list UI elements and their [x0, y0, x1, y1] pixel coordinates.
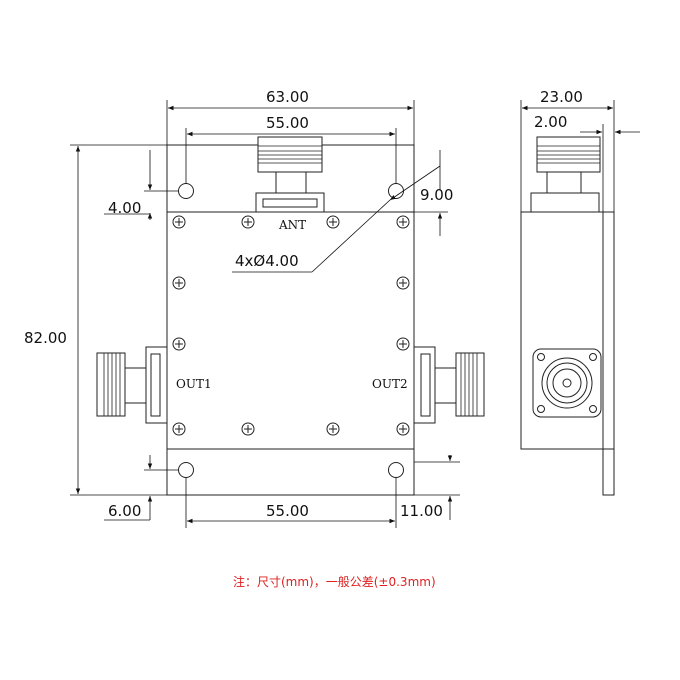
- housing-body: [166, 211, 415, 450]
- dim-width-total: 63.00: [266, 88, 309, 106]
- dim-hole-callout: 4xØ4.00: [235, 252, 299, 270]
- screw-icon: [172, 276, 186, 290]
- dim-hole-spacing-bottom: 55.00: [266, 502, 309, 520]
- dim-top-hole-offset: 4.00: [108, 199, 141, 217]
- screw-icon: [396, 422, 410, 436]
- dim-bottom-right-offset: 11.00: [400, 502, 443, 520]
- screw-icon: [172, 215, 186, 229]
- port-label-ant: ANT: [278, 218, 306, 232]
- screw-icon: [396, 276, 410, 290]
- dim-height-total: 82.00: [24, 329, 67, 347]
- screw-icon: [326, 422, 340, 436]
- screw-icon: [396, 337, 410, 351]
- dim-hole-spacing-top: 55.00: [266, 114, 309, 132]
- dim-bottom-hole-offset: 6.00: [108, 502, 141, 520]
- mounting-hole: [178, 462, 194, 478]
- port-label-out2: OUT2: [372, 377, 408, 391]
- mounting-hole: [388, 462, 404, 478]
- screw-icon: [396, 215, 410, 229]
- screw-icon: [172, 422, 186, 436]
- side-view: [520, 136, 615, 496]
- out1-connector: [96, 346, 168, 424]
- n-connector-face-icon: [532, 348, 602, 418]
- screws: [172, 215, 410, 436]
- front-view: [96, 136, 485, 496]
- dimension-lines: [70, 100, 460, 528]
- screw-icon: [326, 215, 340, 229]
- screw-icon: [241, 422, 255, 436]
- ant-connector: [255, 136, 325, 213]
- side-dimension-lines: [520, 100, 640, 212]
- dim-side-offset: 2.00: [534, 113, 567, 131]
- screw-icon: [172, 337, 186, 351]
- dim-side-width: 23.00: [540, 88, 583, 106]
- out2-connector: [413, 346, 485, 424]
- dim-top-right-offset: 9.00: [420, 186, 453, 204]
- screw-icon: [241, 215, 255, 229]
- port-label-out1: OUT1: [176, 377, 212, 391]
- tolerance-note: 注：尺寸(mm)，一般公差(±0.3mm): [233, 574, 436, 589]
- bottom-flange: [166, 448, 415, 496]
